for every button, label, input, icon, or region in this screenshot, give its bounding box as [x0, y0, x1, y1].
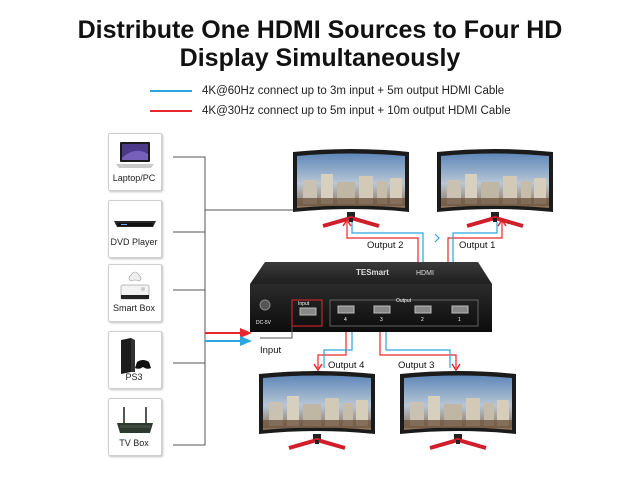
legend-text-30hz: 4K@30Hz connect up to 5m input + 10m out…	[202, 105, 511, 117]
source-label-dvd: DVD Player	[110, 237, 158, 247]
output-cables-bottom	[313, 332, 461, 372]
output-2-label: Output 2	[367, 240, 404, 251]
title-line-2: Display Simultaneously	[179, 44, 461, 72]
source-label-smart-box: Smart Box	[112, 303, 155, 313]
port-number-4: 4	[344, 317, 347, 323]
hdmi-splitter-device: TESmart HDMI DC-5V Input Output 4 3 2 1	[250, 262, 492, 332]
dvd-player-icon	[114, 221, 156, 227]
monitor-output-2	[291, 147, 411, 228]
legend-red-line	[150, 110, 192, 112]
source-card-laptop	[108, 133, 162, 191]
power-port-label: DC-5V	[256, 320, 272, 326]
legend-text-60hz: 4K@60Hz connect up to 3m input + 5m outp…	[202, 85, 505, 97]
source-card-tv-box	[108, 398, 162, 456]
output-3-label: Output 3	[398, 360, 435, 371]
laptop-icon	[116, 142, 154, 168]
monitor-output-4	[257, 369, 377, 450]
device-model-text: HDMI	[416, 270, 434, 277]
legend-item-30hz: 4K@30Hz connect up to 5m input + 10m out…	[150, 104, 511, 118]
source-card-dvd	[108, 200, 162, 258]
legend-item-60hz: 4K@60Hz connect up to 3m input + 5m outp…	[150, 84, 504, 98]
xbox-console-icon	[120, 271, 150, 300]
port-number-2: 2	[421, 317, 424, 323]
monitor-output-1	[435, 147, 555, 228]
source-card-smart-box	[108, 264, 162, 322]
monitor-output-3	[398, 369, 518, 450]
output-1-label: Output 1	[459, 240, 496, 251]
legend-blue-line	[150, 90, 192, 92]
source-label-tv-box: TV Box	[119, 438, 149, 448]
input-cable	[205, 326, 293, 346]
output-port-label: Output	[396, 298, 412, 304]
title-line-1: Distribute One HDMI Sources to Four HD	[77, 16, 563, 44]
source-label-ps3: PS3	[125, 372, 143, 382]
output-4-label: Output 4	[328, 360, 365, 371]
tv-box-icon	[117, 407, 153, 433]
device-brand-text: TESmart	[356, 268, 389, 277]
source-wiring	[173, 156, 294, 446]
source-label-laptop: Laptop/PC	[112, 173, 156, 183]
ps3-console-icon	[121, 338, 151, 374]
port-number-1: 1	[458, 317, 461, 323]
input-port-label: Input	[298, 301, 310, 307]
input-label: Input	[260, 345, 282, 356]
source-card-ps3	[108, 331, 162, 389]
port-number-3: 3	[380, 317, 383, 323]
